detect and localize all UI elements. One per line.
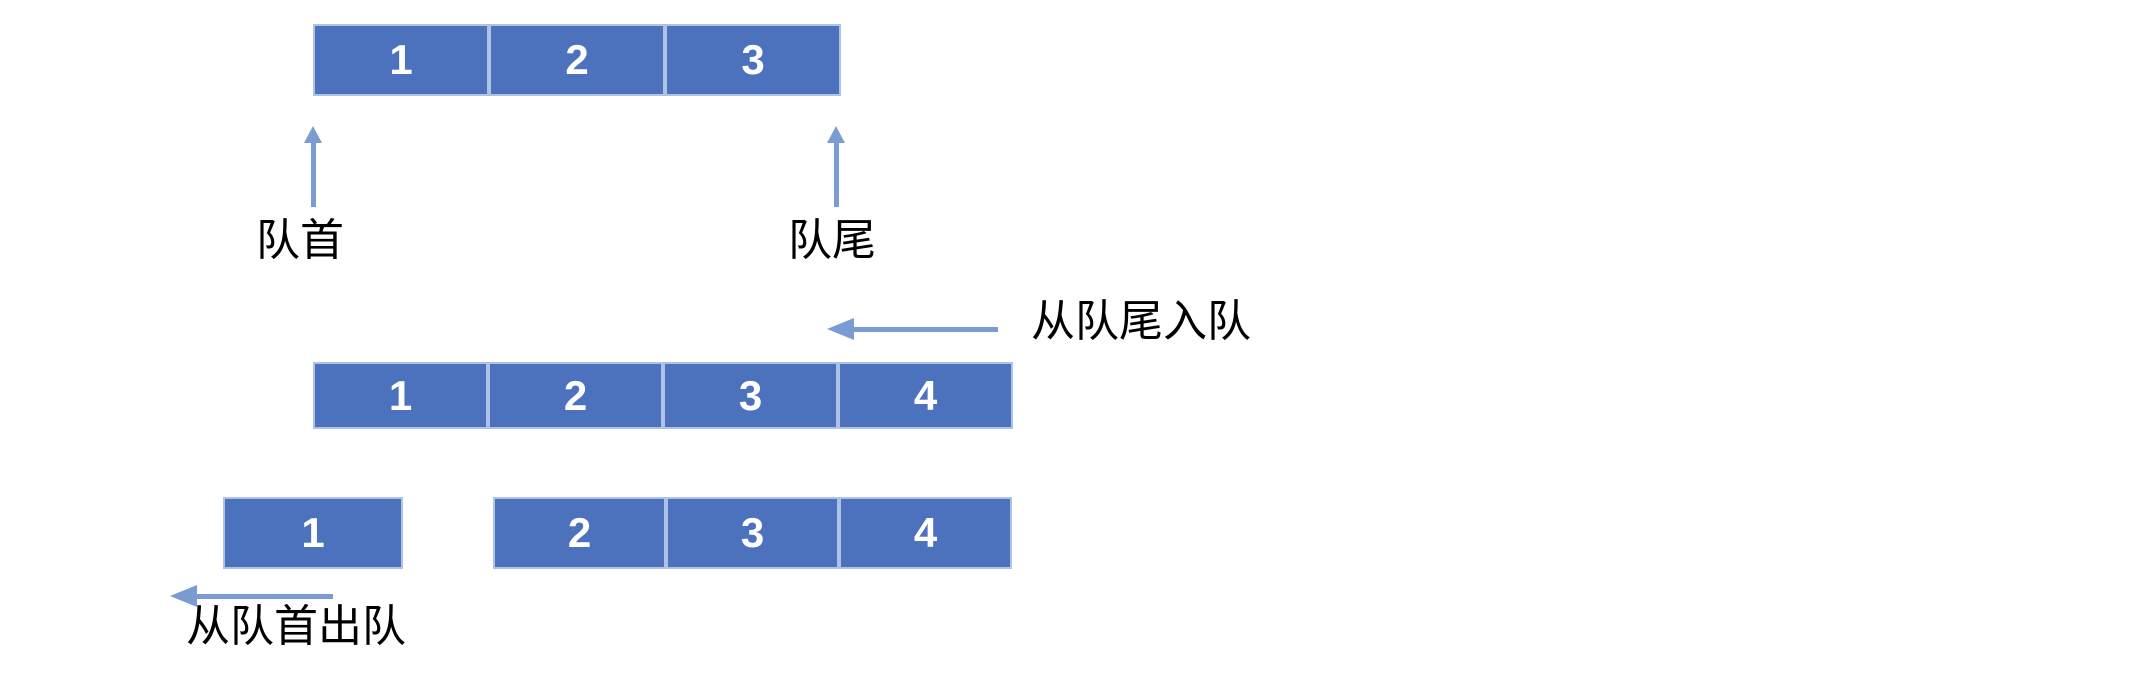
rear-label: 队尾 bbox=[788, 216, 876, 265]
queue-cell: 2 bbox=[488, 362, 663, 429]
arrow-head bbox=[827, 126, 845, 143]
queue-cell: 3 bbox=[663, 362, 838, 429]
arrow-head bbox=[170, 585, 197, 607]
enqueue-arrow-icon bbox=[827, 317, 998, 341]
arrow-stem bbox=[310, 143, 316, 207]
arrow-stem bbox=[854, 326, 998, 332]
arrow-head bbox=[304, 126, 322, 143]
dequeued-cell: 1 bbox=[223, 497, 403, 569]
enqueue-label: 从队尾入队 bbox=[1031, 297, 1251, 346]
arrow-head bbox=[827, 318, 854, 340]
rear-pointer-arrow-icon bbox=[827, 126, 845, 207]
queue-cell: 3 bbox=[666, 497, 839, 569]
queue-cell: 2 bbox=[493, 497, 666, 569]
queue-row-after-dequeue: 2 3 4 bbox=[493, 497, 1012, 569]
arrow-stem bbox=[197, 593, 333, 599]
arrow-stem bbox=[833, 143, 839, 207]
dequeue-label: 从队首出队 bbox=[186, 602, 406, 651]
dequeue-arrow-icon bbox=[170, 584, 333, 608]
queue-cell: 1 bbox=[313, 24, 489, 96]
queue-row-after-enqueue: 1 2 3 4 bbox=[313, 362, 1013, 429]
queue-cell: 3 bbox=[665, 24, 841, 96]
queue-cell: 2 bbox=[489, 24, 665, 96]
front-pointer-arrow-icon bbox=[304, 126, 322, 207]
queue-cell: 4 bbox=[839, 497, 1012, 569]
queue-cell: 4 bbox=[838, 362, 1013, 429]
queue-row-initial: 1 2 3 bbox=[313, 24, 841, 96]
front-label: 队首 bbox=[256, 216, 344, 265]
queue-cell: 1 bbox=[313, 362, 488, 429]
